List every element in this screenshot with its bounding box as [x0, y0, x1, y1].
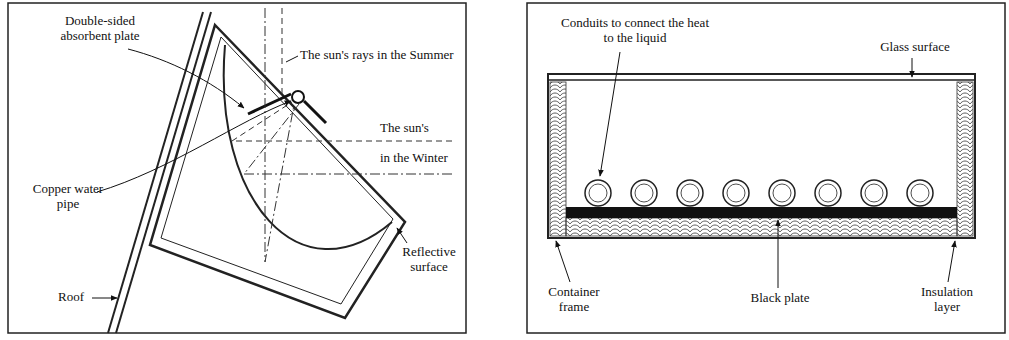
glass-surface [548, 79, 975, 81]
conduits [585, 180, 933, 206]
leader-lines [128, 49, 244, 108]
part-label: Black plate [740, 291, 820, 306]
leader-lines [92, 298, 117, 299]
insulation [957, 82, 973, 236]
part-label: Conduits to connect the heat to the liqu… [560, 16, 710, 46]
leader-lines [286, 56, 298, 62]
collector-box [161, 37, 393, 304]
right-frame [527, 3, 1005, 333]
conduits [773, 184, 791, 202]
collector-box [150, 25, 405, 318]
insulation [550, 82, 973, 236]
leader-lines [397, 228, 407, 243]
roof [108, 12, 203, 333]
conduits [727, 184, 745, 202]
conduits [677, 180, 703, 206]
black-plate [566, 207, 957, 218]
summer-rays [265, 8, 294, 262]
leader-lines [556, 241, 570, 282]
roof [108, 12, 211, 333]
glass-surface [548, 80, 975, 81]
part-label: Reflective surface [398, 245, 460, 275]
reflective-surface [224, 45, 392, 249]
absorber-plate [248, 91, 326, 123]
leader-lines [600, 52, 620, 176]
conduits [635, 184, 653, 202]
left-frame [8, 3, 466, 333]
conduits [769, 180, 795, 206]
conduits [681, 184, 699, 202]
insulation [550, 82, 566, 236]
conduits [585, 180, 611, 206]
collector-box [150, 25, 405, 318]
right-frame [527, 3, 1005, 333]
part-label: Container frame [538, 285, 610, 315]
left-frame [8, 3, 466, 333]
leader-lines [948, 241, 955, 282]
reflective-surface [224, 45, 392, 249]
leader-lines [778, 220, 779, 288]
conduits [911, 184, 929, 202]
conduits [865, 184, 883, 202]
part-label: Copper water pipe [28, 182, 108, 212]
absorber-plate [304, 101, 326, 123]
absorber-plate [292, 91, 304, 103]
part-label: Roof [58, 290, 92, 305]
black-plate [566, 207, 957, 218]
part-label: The sun's rays in the Summer [300, 48, 464, 63]
leader-lines [912, 58, 913, 77]
part-label: The sun's [380, 121, 460, 136]
summer-rays [282, 8, 283, 96]
leader-lines [92, 49, 407, 298]
insulation [566, 218, 957, 236]
conduits [819, 184, 837, 202]
part-label: Insulation layer [910, 285, 984, 315]
conduits [815, 180, 841, 206]
conduits [907, 180, 933, 206]
leader-lines [556, 52, 955, 288]
conduits [631, 180, 657, 206]
conduits [861, 180, 887, 206]
summer-rays [265, 8, 294, 262]
conduits [723, 180, 749, 206]
part-label: Double-sided absorbent plate [40, 14, 160, 44]
conduits [589, 184, 607, 202]
part-label: Glass surface [870, 40, 960, 55]
leader-lines [97, 101, 291, 192]
part-label: in the Winter [380, 151, 460, 166]
